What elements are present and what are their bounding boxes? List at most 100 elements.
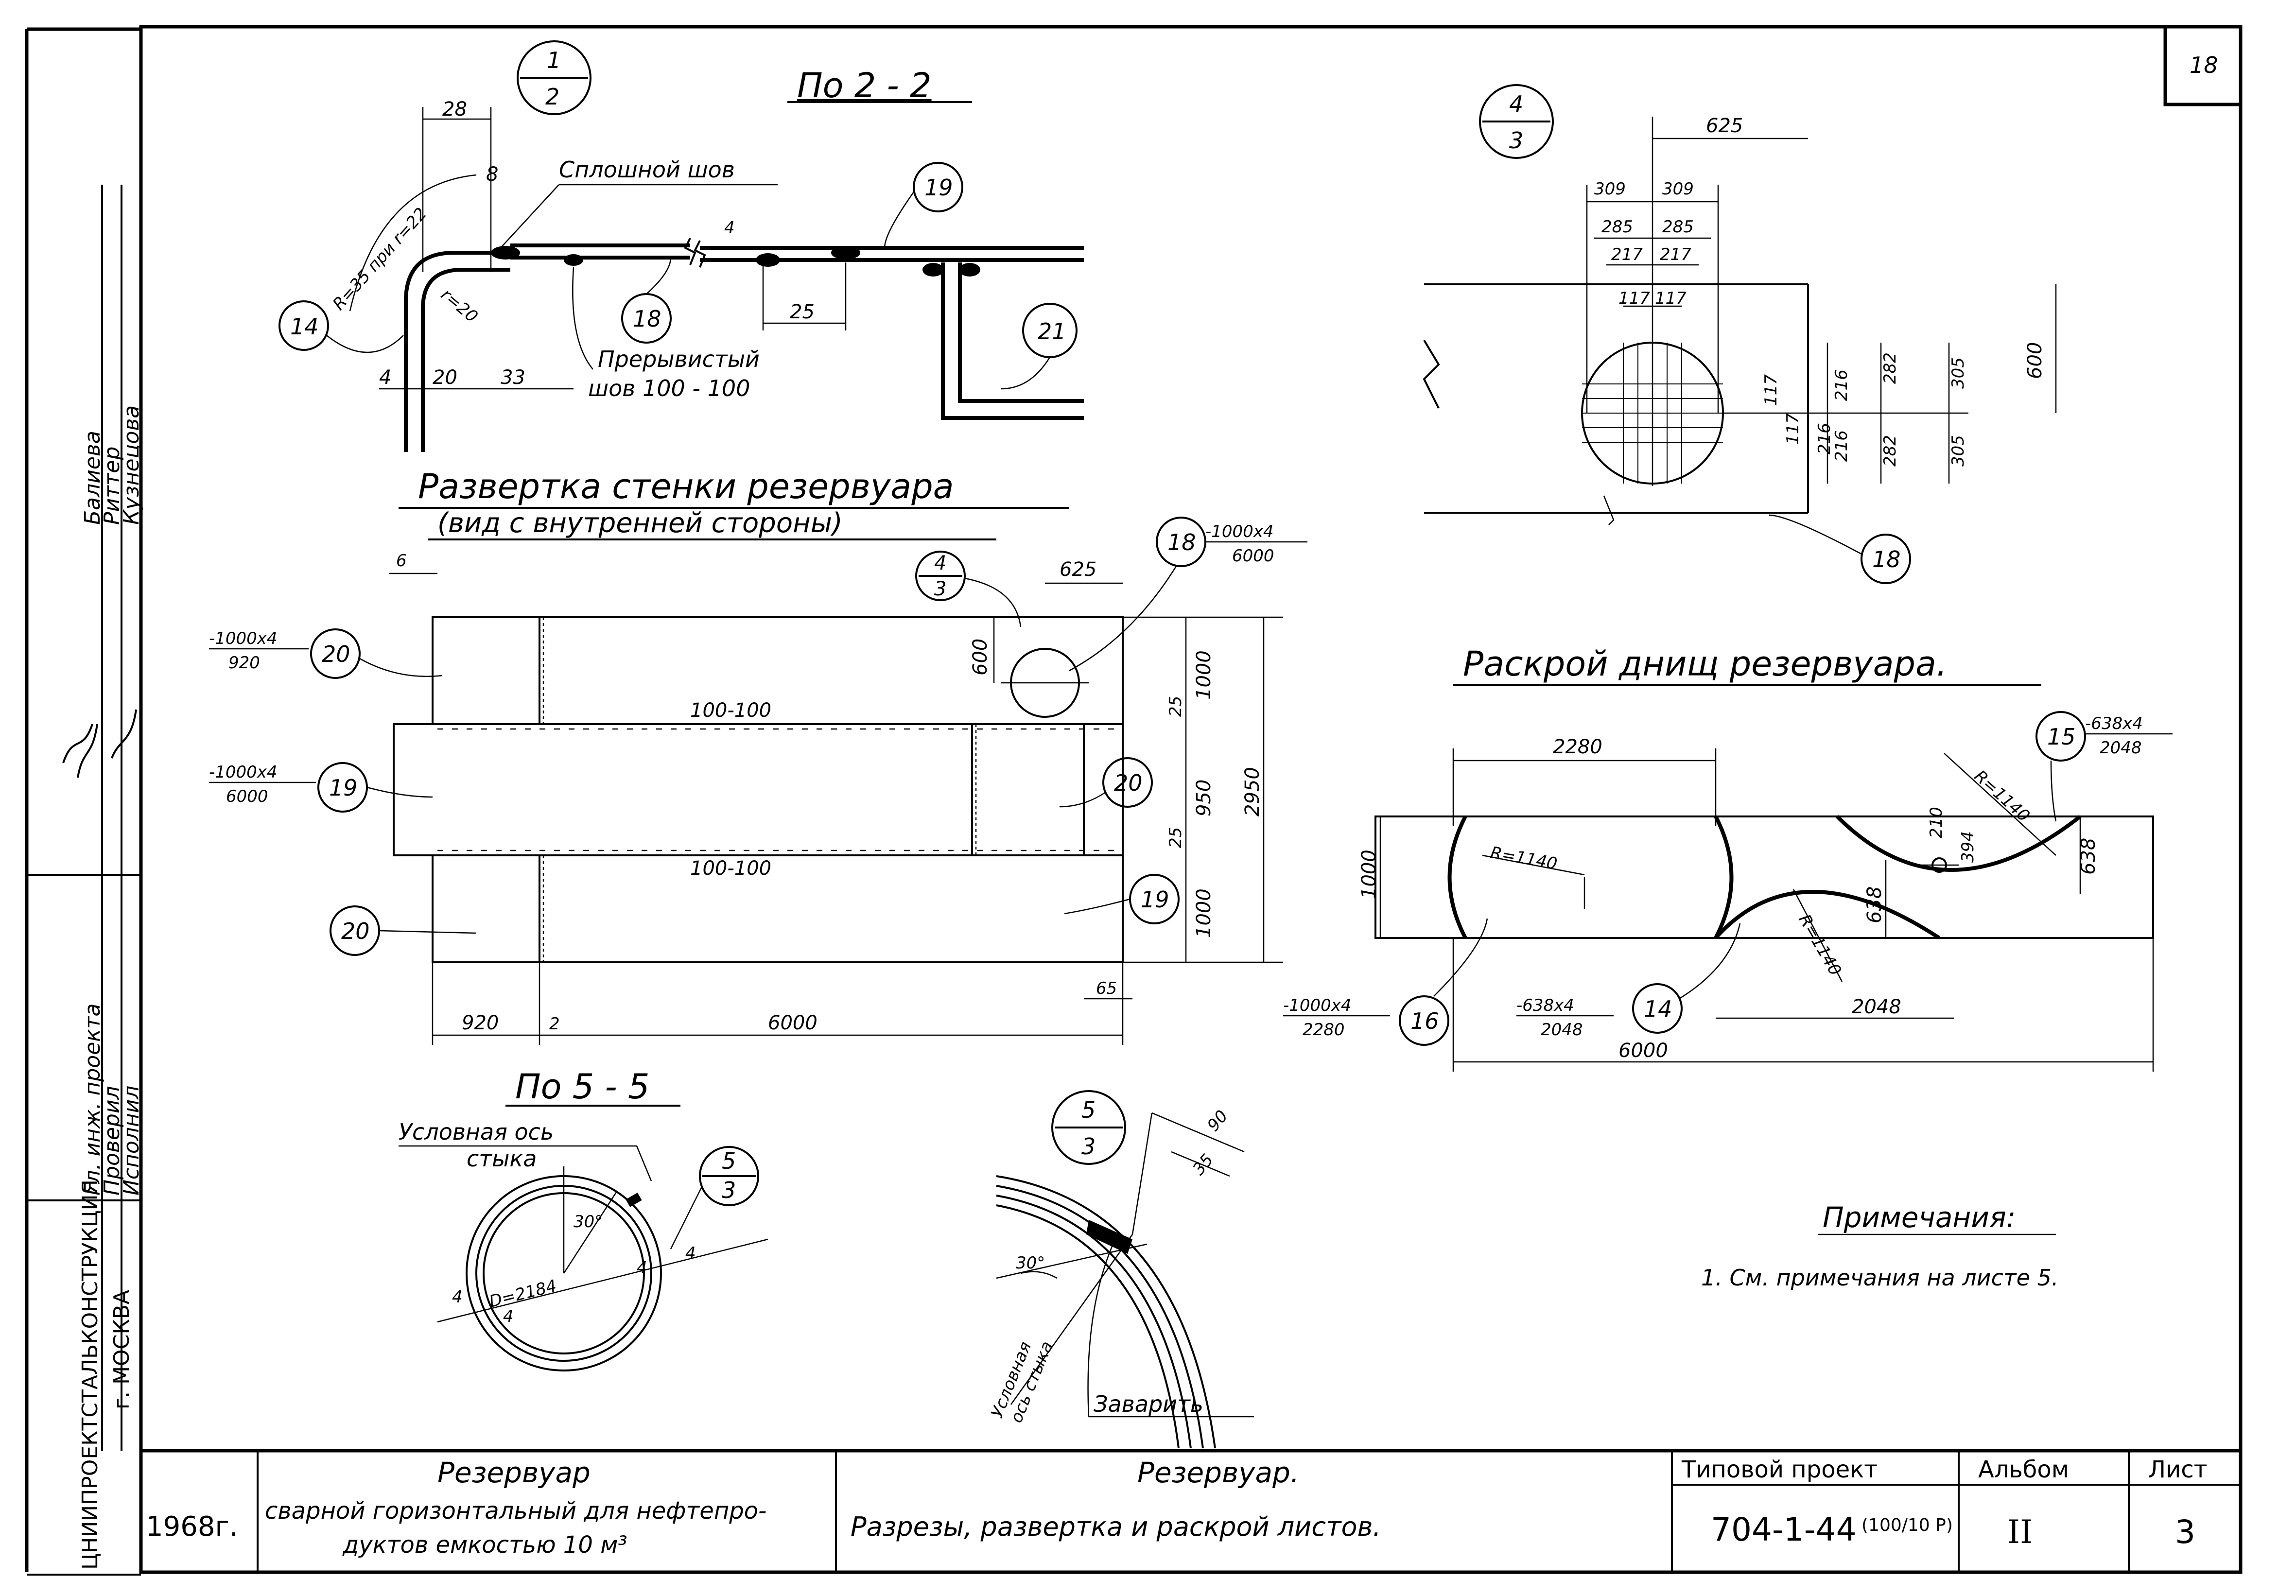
axis-joint-line (1010, 1234, 1133, 1405)
dim-2048: 2048 (1852, 996, 1901, 1018)
dim-600: 600 (969, 639, 991, 676)
angle-21-outer (941, 262, 1084, 420)
notes-title: Примечания: (1823, 1201, 2016, 1234)
tb-project-code: 704-1-44 (1711, 1511, 1857, 1548)
dim43-216b: 216 (1815, 423, 1834, 454)
dim-90: 90 (1203, 1107, 1232, 1135)
stamp-role-3: Исполнил (119, 1086, 144, 1196)
part-18b-circle (1861, 534, 1911, 584)
dim-6: 6 (396, 551, 407, 571)
dim-r20: r=20 (437, 285, 481, 327)
plate16-r-line (1482, 854, 1585, 876)
tb-object-title: Резервуар (437, 1456, 591, 1489)
wall-title: Развертка стенки резервуара (418, 467, 954, 506)
angle-arc-30 (1020, 1271, 1058, 1279)
callout-5-3 (699, 1146, 759, 1206)
dim43-282b: 282 (1880, 435, 1900, 467)
label-14-num: 14 (1644, 996, 1672, 1022)
dim-65: 65 (1096, 979, 1117, 998)
side-stamp: Балиева Риттер Кузнецова Гл. инж. проект… (27, 185, 144, 1570)
break-line-b (1603, 495, 1615, 525)
dim-1000b: 1000 (1193, 888, 1215, 938)
plate15-r-line (1944, 753, 2056, 856)
dim43-217a: 217 (1611, 245, 1643, 264)
label-16-leader (1433, 918, 1488, 997)
int-weld-leader (572, 267, 593, 370)
angle-21-inner (958, 262, 1084, 403)
stamp-signatures (62, 709, 137, 778)
dim-R1140a: R=1140 (1489, 843, 1558, 873)
int-weld-label-1: Прерывистый (598, 346, 760, 372)
part-14-circle (278, 300, 329, 351)
part-18-leader (646, 257, 672, 295)
dim-90-line (1151, 1112, 1245, 1153)
dim43-117b: 117 (1655, 289, 1687, 308)
diameter-D2184: D=2184 (487, 1276, 559, 1312)
label-16-circle (1399, 995, 1449, 1046)
dim-394: 394 (1958, 831, 1978, 863)
arc-mid-2 (996, 1195, 1192, 1449)
section-title-5-5: По 5 - 5 (515, 1067, 650, 1107)
label-15-spec-bot: 2048 (2100, 738, 2142, 758)
plate-break (1423, 339, 1440, 409)
label-18-spec-bot: 6000 (1232, 546, 1274, 566)
title-block: 1968г. Резервуар сварной горизонтальный … (141, 1449, 2241, 1572)
dim43-117d: 117 (1783, 413, 1803, 445)
weld-angle-2 (959, 263, 980, 277)
dim-6000: 6000 (768, 1012, 818, 1034)
stamp-role-2: Проверил (100, 1086, 124, 1196)
break-mark-2 (694, 240, 706, 268)
thk-4c: 4 (637, 1258, 647, 1278)
weld-label: Заварить (1094, 1391, 1203, 1417)
dim43-216a: 216 (1832, 369, 1851, 401)
axis-label-leader (636, 1145, 652, 1181)
tb-sheet-desc: Разрезы, развертка и раскрой листов. (851, 1511, 1381, 1542)
part-19-circle (913, 162, 963, 212)
stamp-role-1: Гл. инж. проекта (80, 1004, 105, 1196)
solid-weld-leader (500, 184, 559, 248)
corner-box (2163, 25, 2243, 106)
shell-dia-line (437, 1238, 768, 1323)
callout-5-3b-bottom: 3 (1081, 1133, 1096, 1160)
dim43-117a: 117 (1618, 289, 1650, 308)
label-19a-spec-bot: 6000 (226, 787, 268, 806)
stamp-name-3: Кузнецова (119, 405, 144, 525)
wall-top-row (432, 616, 1124, 725)
callout-5-3-top: 5 (722, 1148, 736, 1174)
angle-30: 30° (574, 1212, 603, 1232)
callout-4-3-top: 4 (1509, 91, 1523, 117)
dim-20: 20 (433, 366, 457, 389)
dim-25: 25 (790, 301, 815, 323)
plate15-arc (1836, 815, 2082, 872)
detail-5-3: 5 3 30° 90 35 Условная ось стыка Заварит… (987, 1090, 1254, 1449)
label-18-spec-top: -1000x4 (1205, 522, 1274, 541)
part-18: 18 (633, 306, 661, 332)
dim-R35-arc (349, 174, 477, 312)
dim-638a: 638 (2077, 838, 2100, 875)
dim43-282a: 282 (1880, 352, 1900, 384)
dim-6000b: 6000 (1618, 1040, 1668, 1062)
tb-project-sub: (100/10 Р) (1861, 1515, 1953, 1535)
dim43-217b: 217 (1660, 245, 1691, 264)
weld-int-1 (756, 253, 780, 267)
tb-sheet-label: Лист (2148, 1456, 2208, 1483)
weld-angle-1 (922, 263, 944, 277)
weld-top-label: 100-100 (690, 699, 771, 722)
wall-bot-row (432, 854, 1124, 963)
callout-5-3b (1051, 1090, 1126, 1165)
arc-inner (996, 1204, 1180, 1449)
thk-4a: 4 (452, 1287, 463, 1307)
dim-920: 920 (462, 1012, 499, 1034)
bent-plate-inner (421, 268, 510, 452)
dim-8: 8 (486, 163, 498, 186)
label-20b-circle (1102, 757, 1153, 808)
callout-4-3-bottom: 3 (1509, 127, 1523, 154)
plate16-right-arc (1714, 815, 1734, 939)
tb-sheet-title: Резервуар. (1137, 1456, 1299, 1489)
weld-int-2 (564, 254, 583, 266)
callout-4-3b-leader (964, 577, 1022, 627)
label-14-circle (1632, 983, 1683, 1034)
dim-25b: 25 (1166, 827, 1185, 848)
stamp-name-1: Балиева (80, 431, 105, 525)
